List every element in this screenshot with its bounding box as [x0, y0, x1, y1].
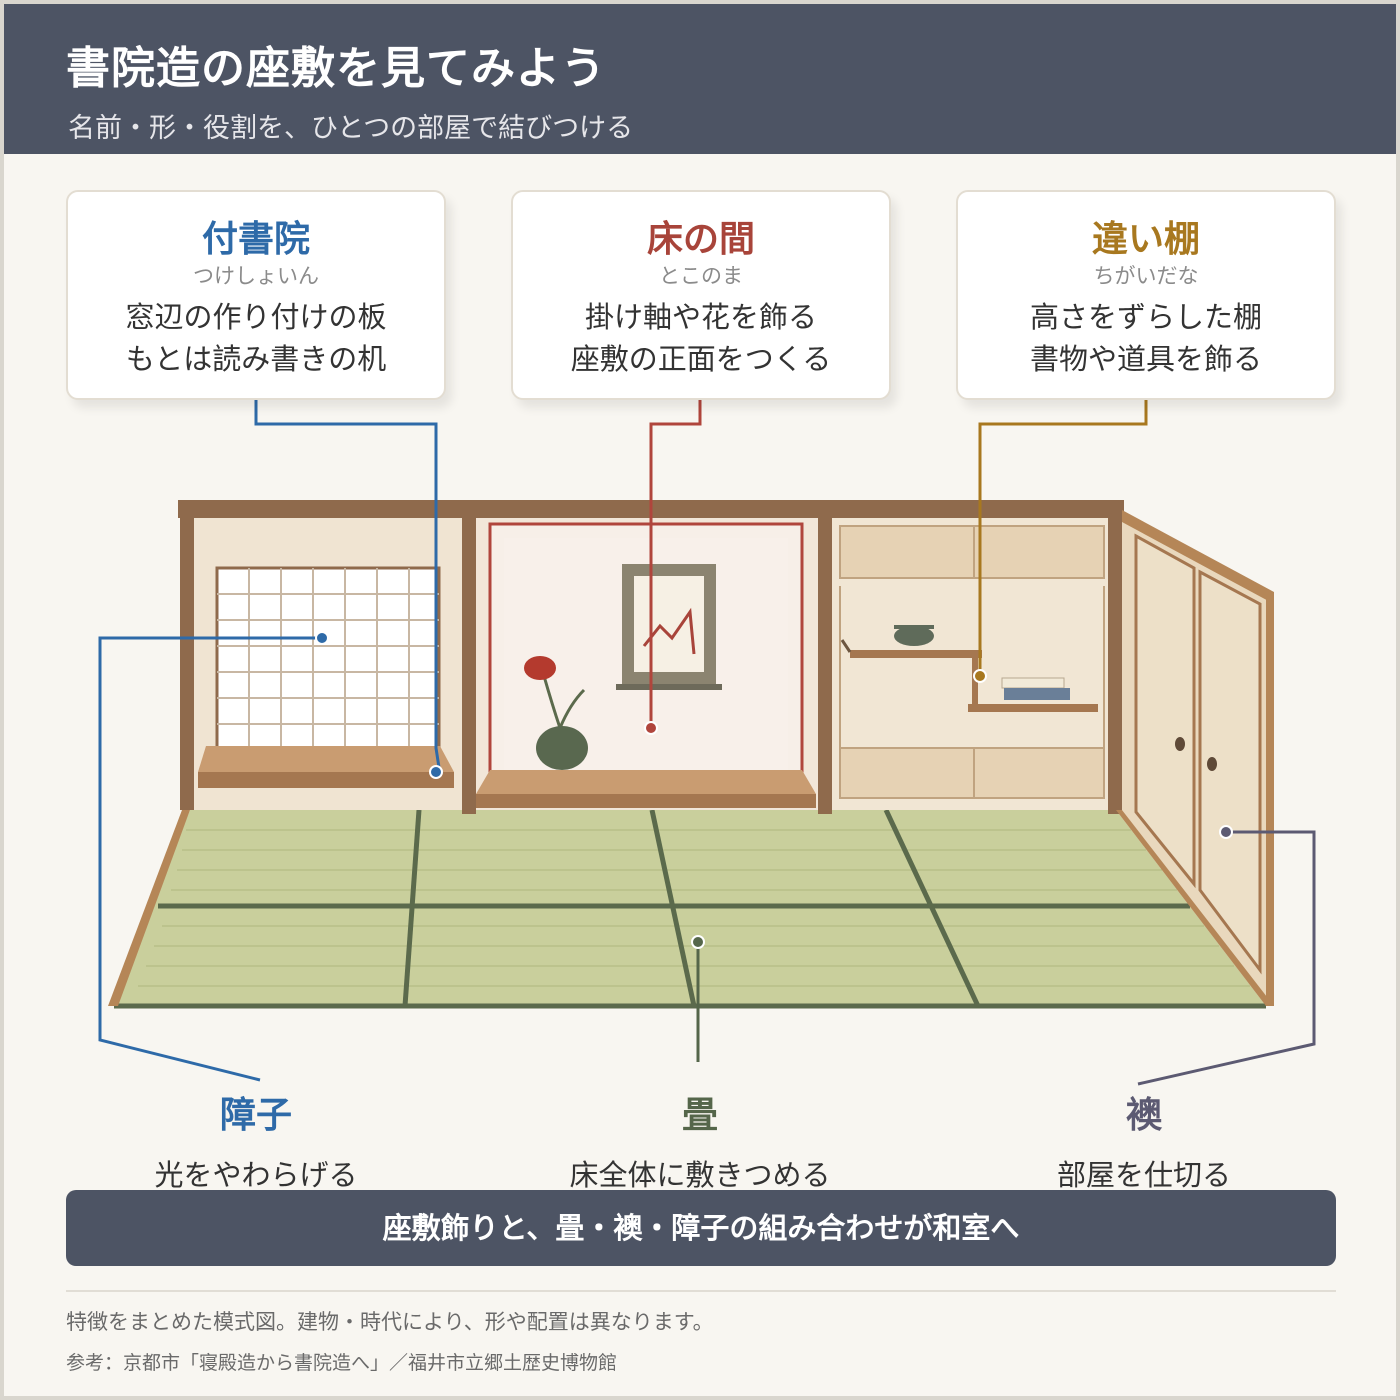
card-description: もとは読み書きの机: [125, 342, 387, 376]
page-title: 書院造の座敷を見てみよう: [66, 43, 606, 94]
page: 書院造の座敷を見てみよう 名前・形・役割を、ひとつの部屋で結びつける: [4, 4, 1396, 1396]
card-reading: ちがいだな: [1093, 264, 1199, 288]
label-name: 畳: [681, 1095, 718, 1136]
card-tokonoma: 床の間 とこのま 掛け軸や花を飾る 座敷の正面をつくる: [511, 190, 891, 400]
label-name: 襖: [1125, 1095, 1162, 1136]
label-tatami: 畳 床全体に敷きつめる: [500, 1086, 900, 1194]
fusuma-wall: [1116, 510, 1274, 1006]
leader-dots: [315, 631, 1233, 949]
page-subtitle: 名前・形・役割を、ひとつの部屋で結びつける: [68, 113, 634, 144]
card-description: 書物や道具を飾る: [1029, 342, 1262, 376]
footer-divider: [66, 1290, 1336, 1292]
tsukeshoin-shoji: [198, 566, 454, 788]
card-chigaidana: 違い棚 ちがいだな 高さをずらした棚 書物や道具を飾る: [956, 190, 1336, 400]
card-name: 付書院: [201, 219, 310, 260]
label-description: 光をやわらげる: [154, 1158, 358, 1192]
label-description: 部屋を仕切る: [1056, 1158, 1231, 1192]
card-reading: つけしょいん: [193, 264, 319, 288]
leader-lines: [98, 398, 1316, 1086]
label-shoji: 障子 光をやわらげる: [56, 1086, 456, 1194]
footer-note: 特徴をまとめた模式図。建物・時代により、形や配置は異なります。: [66, 1310, 714, 1334]
footer-source: 参考：京都市「寝殿造から書院造へ」／福井市立郷土歴史博物館: [66, 1352, 618, 1374]
card-tsukeshoin: 付書院 つけしょいん 窓辺の作り付けの板 もとは読み書きの机: [66, 190, 446, 400]
card-description: 窓辺の作り付けの板: [125, 300, 387, 334]
card-description: 座敷の正面をつくる: [570, 342, 832, 376]
card-name: 床の間: [646, 219, 755, 260]
label-name: 障子: [219, 1095, 292, 1136]
chigaidana: [832, 518, 1108, 810]
room-diagram: [98, 398, 1316, 1086]
label-description: 床全体に敷きつめる: [569, 1158, 831, 1192]
card-description: 掛け軸や花を飾る: [584, 300, 817, 334]
label-fusuma: 襖 部屋を仕切る: [944, 1086, 1344, 1194]
header-banner: 書院造の座敷を見てみよう 名前・形・役割を、ひとつの部屋で結びつける: [4, 4, 1396, 154]
card-name: 違い棚: [1091, 219, 1200, 260]
tatami-floor: [108, 808, 1266, 1009]
summary-banner: 座敷飾りと、畳・襖・障子の組み合わせが和室へ: [66, 1190, 1336, 1266]
card-description: 高さをずらした棚: [1029, 300, 1262, 334]
card-reading: とこのま: [659, 264, 743, 288]
tokonoma: [476, 518, 818, 810]
